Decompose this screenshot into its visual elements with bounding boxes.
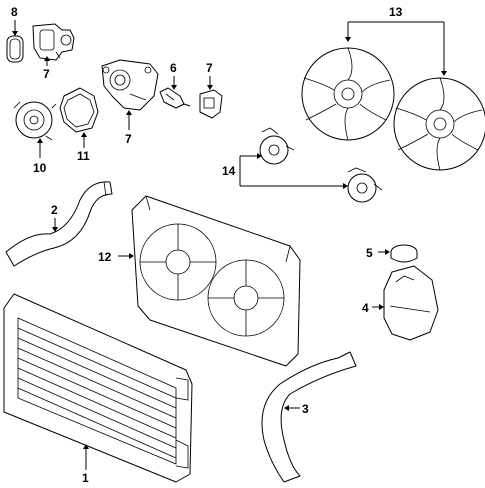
leader-lines — [12, 20, 447, 470]
callout-12: 12 — [98, 250, 112, 264]
callout-13: 13 — [389, 5, 403, 19]
callout-5: 5 — [366, 246, 373, 260]
part-7-outlet — [101, 59, 159, 111]
part-12-shroud — [131, 195, 301, 367]
part-1-radiator — [3, 293, 193, 483]
part-6-sensor — [159, 87, 191, 109]
part-13-fan-right — [393, 77, 485, 171]
part-8-housing — [32, 23, 75, 61]
part-10-pump — [13, 101, 57, 141]
part-2-upper-hose — [5, 181, 113, 267]
callout-11: 11 — [77, 149, 90, 163]
part-14-motor-bottom — [347, 167, 383, 203]
part-7-connector — [199, 89, 223, 119]
callout-2: 2 — [51, 203, 58, 217]
callout-9: 8 — [11, 5, 18, 19]
callout-3: 3 — [302, 402, 309, 416]
part-4-reservoir — [383, 265, 439, 341]
part-5-cap — [390, 244, 418, 263]
callout-1: 1 — [82, 471, 89, 485]
part-9-gasket — [6, 35, 24, 63]
part-14-motor-top — [259, 127, 295, 165]
callout-7-upper: 7 — [206, 61, 213, 75]
callout-8: 7 — [43, 67, 50, 81]
part-11-gasket — [59, 87, 99, 133]
callout-7-lower: 7 — [125, 132, 132, 146]
callout-labels: 8 7 6 7 7 10 11 13 14 2 12 5 4 3 1 — [11, 5, 403, 485]
callout-14: 14 — [222, 164, 236, 178]
part-13-fan-left — [301, 47, 395, 141]
part-3-lower-hose — [261, 351, 357, 483]
callout-10: 10 — [33, 161, 47, 175]
callout-4: 4 — [362, 301, 369, 315]
callout-6: 6 — [170, 61, 177, 75]
